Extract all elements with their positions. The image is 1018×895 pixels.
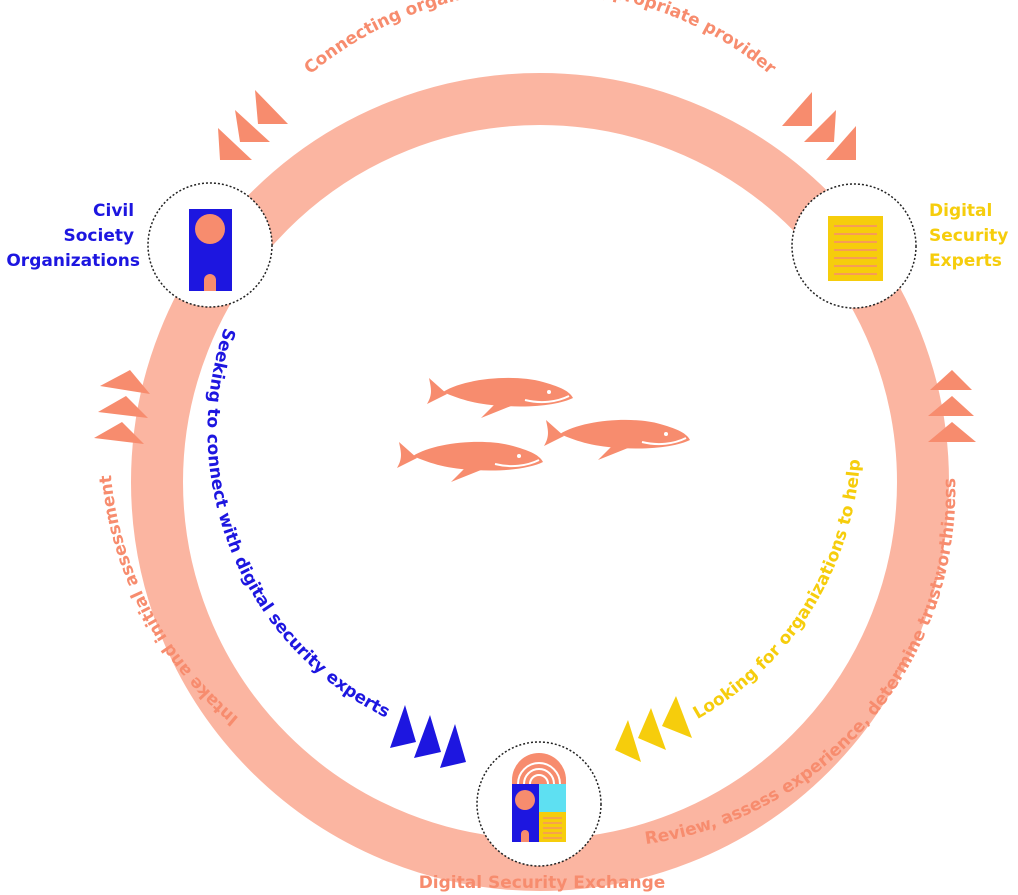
arrows-left	[94, 370, 150, 444]
building-icon	[189, 209, 232, 291]
arrows-blue	[390, 705, 466, 768]
exchange-building-icon	[512, 753, 566, 842]
node-security-experts	[791, 183, 917, 309]
arrows-right	[928, 370, 976, 442]
arrows-top-right	[782, 92, 856, 160]
arrows-yellow	[615, 696, 692, 762]
whales-icon	[397, 377, 690, 482]
whale-icon	[544, 419, 690, 460]
arc-label-top: Connecting organizations with appropriat…	[301, 0, 780, 79]
whale-icon	[397, 441, 543, 482]
document-icon	[828, 216, 883, 281]
label-security-exchange: Digital Security Exchange	[419, 873, 666, 893]
node-security-exchange	[476, 741, 602, 867]
label-security-experts: Digital Security Experts	[929, 201, 1014, 271]
whale-icon	[427, 377, 573, 418]
label-civil-society: Civil Society Organizations	[6, 201, 140, 271]
node-civil-society	[147, 182, 273, 308]
arrows-top-left	[218, 90, 288, 160]
